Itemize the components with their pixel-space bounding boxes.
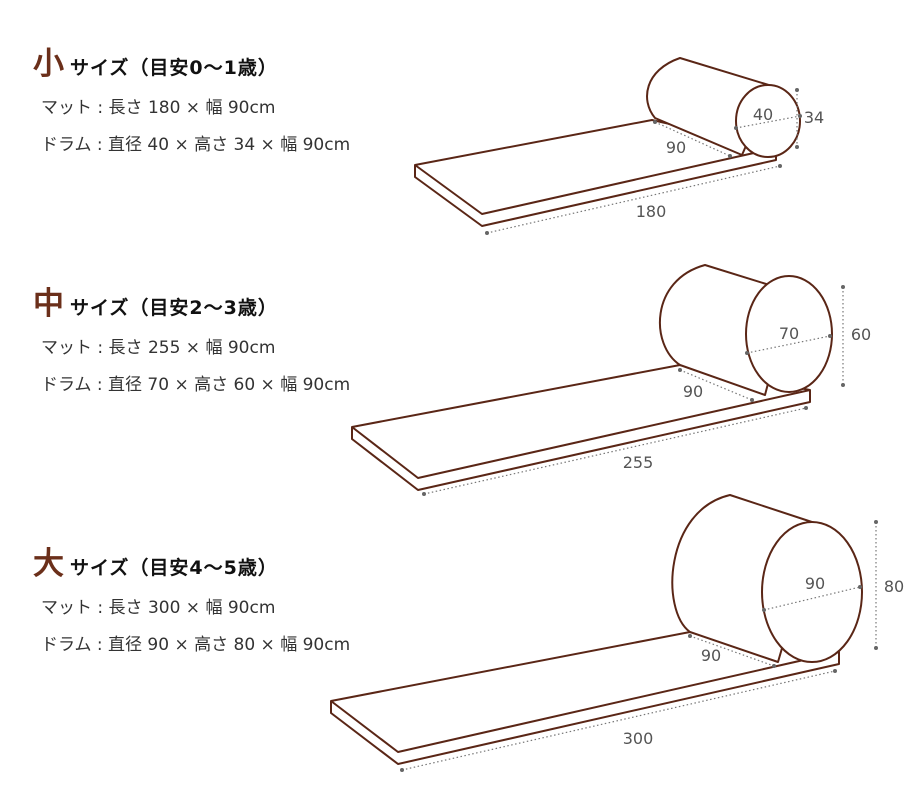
mat-spec: マット : 長さ 300 × 幅 90cm — [41, 598, 276, 618]
diameter-label: 40 — [753, 105, 773, 124]
diagram-medium: 70 60 90 255 — [351, 264, 871, 496]
drum-spec: ドラム : 直径 70 × 高さ 60 × 幅 90cm — [41, 375, 351, 395]
diagram-large: 90 80 90 300 — [330, 494, 904, 772]
height-label: 80 — [884, 577, 904, 596]
length-label: 180 — [636, 202, 667, 221]
size-label: 小 — [33, 46, 64, 82]
diagram-small: 40 34 90 180 — [414, 57, 824, 235]
drum-end — [761, 521, 863, 663]
width-line — [679, 369, 753, 401]
width-line — [654, 121, 731, 157]
width-line — [689, 635, 775, 667]
drum-spec: ドラム : 直径 90 × 高さ 80 × 幅 90cm — [41, 635, 351, 655]
section-title: 中 サイズ（目安2～3歳） — [33, 278, 350, 323]
section-title: 大 サイズ（目安4～5歳） — [33, 538, 350, 583]
length-label: 255 — [623, 453, 654, 472]
length-label: 300 — [623, 729, 654, 748]
size-title: サイズ（目安4～5歳） — [70, 557, 278, 579]
drum-end — [745, 275, 833, 393]
height-label: 34 — [804, 108, 824, 127]
width-label: 90 — [666, 138, 686, 157]
drum-spec: ドラム : 直径 40 × 高さ 34 × 幅 90cm — [41, 135, 351, 155]
height-label: 60 — [851, 325, 871, 344]
size-label: 中 — [33, 286, 64, 322]
width-label: 90 — [701, 646, 721, 665]
diameter-line — [735, 115, 801, 129]
length-line — [423, 407, 807, 495]
diameter-label: 70 — [779, 324, 799, 343]
mat-spec: マット : 長さ 180 × 幅 90cm — [41, 98, 276, 118]
size-title: サイズ（目安2～3歳） — [70, 297, 278, 319]
diameter-label: 90 — [805, 574, 825, 593]
mat-spec: マット : 長さ 255 × 幅 90cm — [41, 338, 276, 358]
size-title: サイズ（目安0～1歳） — [70, 57, 278, 79]
section-title: 小 サイズ（目安0～1歳） — [33, 38, 350, 83]
diameter-line — [763, 586, 861, 611]
size-section-medium: 中 サイズ（目安2～3歳） マット : 長さ 255 × 幅 90cm ドラム … — [33, 278, 350, 395]
length-line — [486, 165, 781, 234]
size-label: 大 — [33, 546, 64, 582]
size-section-large: 大 サイズ（目安4～5歳） マット : 長さ 300 × 幅 90cm ドラム … — [33, 538, 350, 655]
width-label: 90 — [683, 382, 703, 401]
drum-end — [735, 84, 801, 158]
size-section-small: 小 サイズ（目安0～1歳） マット : 長さ 180 × 幅 90cm ドラム … — [33, 38, 350, 155]
